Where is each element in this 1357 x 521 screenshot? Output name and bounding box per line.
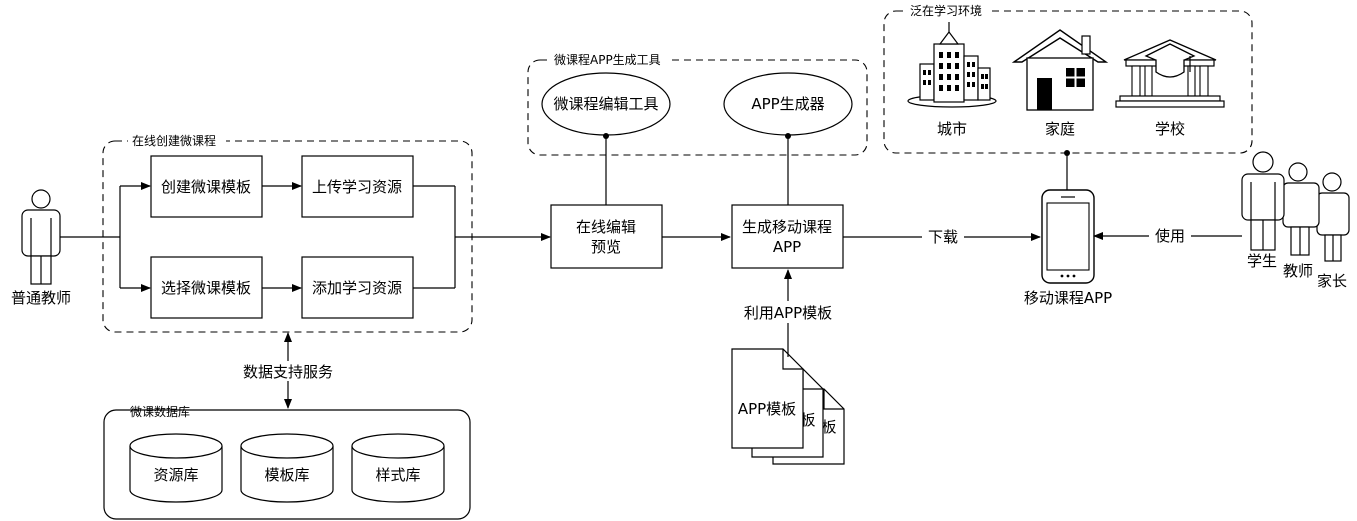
db-resource: 资源库 (129, 433, 223, 503)
upload-resource-box: 上传学习资源 (301, 155, 414, 218)
editor-tool-ellipse: 微课程编辑工具 (541, 72, 671, 136)
generate-line2: APP (773, 238, 801, 256)
create-template-label: 创建微课模板 (161, 178, 251, 196)
school-icon (1115, 39, 1225, 108)
upload-resource-label: 上传学习资源 (312, 178, 402, 196)
use-template-edge (738, 269, 838, 357)
db-template: 模板库 (240, 433, 334, 503)
phone-label: 移动课程APP (1024, 289, 1112, 307)
db-template-label: 模板库 (264, 466, 309, 484)
phone-icon (1041, 189, 1095, 284)
data-support-label: 数据支持服务 (243, 363, 333, 381)
online-edit-line1: 在线编辑 (576, 218, 636, 236)
db-style: 样式库 (351, 433, 445, 503)
app-tool-label: 微课程APP生成工具 (554, 52, 661, 67)
tool-connectors (603, 133, 791, 205)
micro-db-label: 微课数据库 (130, 404, 190, 419)
download-edge (843, 226, 1041, 246)
teacher-connectors (60, 182, 151, 292)
select-template-label: 选择微课模板 (161, 279, 251, 297)
create-template-box: 创建微课模板 (150, 155, 263, 218)
teacher-icon (21, 189, 61, 285)
ubiquitous-env-group: 泛在学习环境 (883, 3, 1253, 154)
doc-front-label: APP模板 (738, 400, 796, 418)
teacher2-icon (1282, 162, 1320, 256)
add-resource-box: 添加学习资源 (301, 256, 414, 319)
micro-db-group: 微课数据库 (103, 404, 471, 520)
template-documents: 板 板 APP模板 (731, 348, 845, 465)
school-label: 学校 (1155, 120, 1185, 138)
ubiquitous-env-label: 泛在学习环境 (910, 3, 982, 18)
env-phone-connector (1064, 150, 1070, 190)
online-create-label: 在线创建微课程 (132, 133, 216, 148)
parent-label: 家长 (1317, 272, 1347, 290)
city-label: 城市 (937, 120, 967, 138)
student-icon (1241, 151, 1285, 251)
select-template-box: 选择微课模板 (150, 256, 263, 319)
doc-back2-label: 板 (821, 418, 836, 436)
left-group-arrows (262, 182, 551, 292)
db-resource-label: 资源库 (153, 466, 198, 484)
generate-line1: 生成移动课程 (742, 218, 832, 236)
generate-app-box: 生成移动课程 APP (731, 204, 844, 269)
use-label: 使用 (1155, 227, 1185, 245)
editor-tool-label: 微课程编辑工具 (553, 95, 658, 113)
city-icon (907, 22, 997, 108)
teacher-label: 普通教师 (11, 289, 71, 307)
use-edge (1093, 225, 1242, 245)
app-generator-ellipse: APP生成器 (723, 72, 853, 136)
doc-back1-label: 板 (800, 411, 815, 429)
home-label: 家庭 (1045, 120, 1075, 138)
parent-icon (1316, 172, 1350, 262)
use-template-label: 利用APP模板 (744, 304, 832, 322)
online-edit-line2: 预览 (591, 238, 621, 256)
online-edit-box: 在线编辑 预览 (550, 204, 663, 269)
teacher2-label: 教师 (1283, 262, 1313, 280)
app-generator-label: APP生成器 (751, 95, 824, 113)
add-resource-label: 添加学习资源 (312, 279, 402, 297)
db-style-label: 样式库 (375, 466, 420, 484)
student-label: 学生 (1247, 252, 1277, 270)
data-support-edge (236, 332, 340, 409)
download-label: 下载 (928, 228, 958, 246)
app-tool-group: 微课程APP生成工具 (527, 52, 868, 156)
home-icon (1011, 29, 1109, 111)
